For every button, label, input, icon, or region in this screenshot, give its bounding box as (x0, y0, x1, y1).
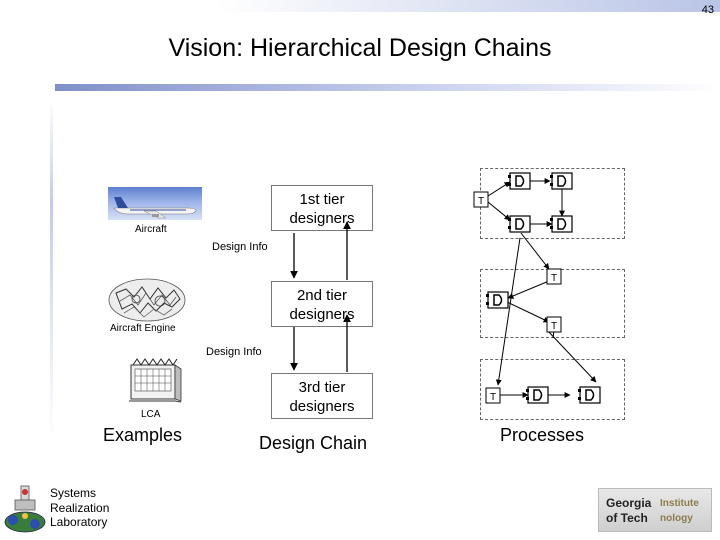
proc2-to-proc3-arrow-b (546, 329, 597, 383)
gt-sub-line-2: nology (660, 513, 693, 524)
left-accent-bar (50, 100, 53, 440)
process-node-a (508, 172, 531, 190)
lca-label: LCA (141, 409, 161, 420)
processes-heading: Processes (500, 425, 585, 445)
top-gradient-bar (0, 0, 720, 12)
title-underline (55, 84, 720, 91)
process-node-b (550, 172, 573, 190)
georgia-tech-logo (598, 488, 712, 532)
design-chain-heading: Design Chain (259, 433, 368, 453)
lab-name-line-3: Laboratory (50, 515, 108, 529)
t-node-1-label: T (478, 196, 484, 207)
gt-line-1: Georgia (606, 496, 652, 510)
aircraft-image (108, 187, 202, 220)
proc1-t-to-a (487, 181, 511, 197)
aircraft-label: Aircraft (135, 224, 167, 235)
examples-heading: Examples (103, 425, 183, 445)
gt-sub-line-1: Institute (660, 498, 699, 509)
process-node-c (508, 215, 531, 233)
process-node-e (486, 291, 509, 309)
aircraft-engine-label: Aircraft Engine (110, 323, 176, 334)
aircraft-engine-image (106, 275, 188, 325)
tier3-designers-box: 3rd tier designers (271, 373, 373, 419)
t-node-4: T (485, 387, 501, 404)
factory-icon (129, 358, 182, 403)
gt-logo-subtext: Institute nology (660, 496, 699, 526)
process-node-g (578, 386, 601, 404)
srl-logo (3, 484, 49, 534)
lab-name-line-2: Realization (50, 500, 110, 515)
slide-title: Vision: Hierarchical Design Chains (168, 34, 552, 62)
t-node-2-label: T (551, 273, 557, 284)
process-node-d (550, 215, 573, 233)
gt-line-2: of Tech (606, 511, 648, 525)
design-info-label-2: Design Info (206, 346, 262, 358)
tier1-designers-box: 1st tier designers (271, 185, 373, 231)
proc1-to-proc2-arrow (520, 232, 550, 270)
proc2-x-to-t (506, 301, 550, 323)
robot-logo-icon (4, 485, 46, 533)
process-node-f (526, 386, 549, 404)
process-region-3 (480, 359, 625, 420)
lab-name: Systems Realization Laboratory (50, 486, 109, 530)
airplane-icon (113, 197, 197, 219)
design-info-label-1: Design Info (212, 241, 268, 253)
t-node-1: T (473, 191, 489, 208)
lca-image (127, 357, 183, 403)
tier2-designers-box: 2nd tier designers (271, 281, 373, 327)
gt-logo-text: Georgia of Tech (606, 496, 651, 526)
proc2-to-proc3-arrow-c (495, 237, 521, 386)
t-node-3-label: T (551, 321, 557, 332)
t-node-4-label: T (490, 392, 496, 403)
page-number: 43 (701, 4, 714, 16)
t-node-3: T (546, 316, 562, 333)
proc1-t-to-c (487, 201, 511, 221)
lab-name-line-1: Systems (50, 486, 97, 500)
proc2-t-to-x (507, 280, 550, 299)
engine-illustration-icon (108, 278, 186, 322)
t-node-2: T (546, 268, 562, 285)
